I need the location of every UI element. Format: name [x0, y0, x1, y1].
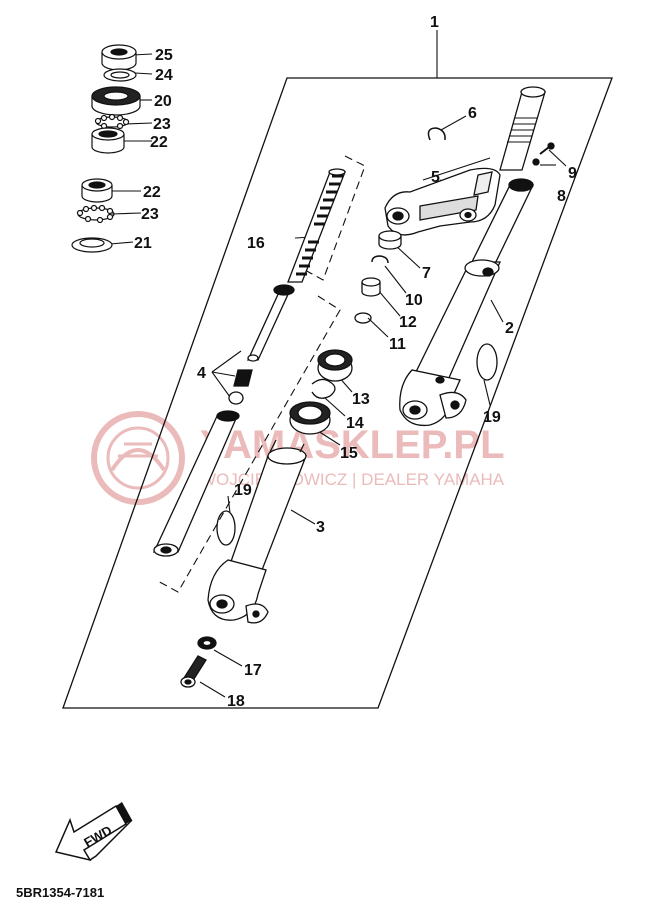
- left-fork-assembly: [152, 168, 353, 688]
- callout-22-upper: 22: [150, 134, 168, 151]
- watermark-logo-icon: [91, 411, 185, 505]
- callout-11: 11: [389, 336, 406, 353]
- oil-seal-13: [317, 349, 353, 382]
- washer-24: [103, 68, 137, 82]
- callout-16: 16: [247, 235, 265, 252]
- o-ring-19-right: [476, 343, 498, 381]
- outer-tube-2: [399, 178, 535, 427]
- callout-18: 18: [227, 693, 245, 710]
- callout-14: 14: [346, 415, 364, 432]
- circlip-10: [371, 255, 389, 264]
- plug-12: [361, 277, 381, 297]
- fwd-arrow: FWD: [54, 802, 133, 862]
- callout-15: 15: [340, 445, 358, 462]
- callout-4: 4: [197, 365, 206, 382]
- callout-10: 10: [405, 292, 423, 309]
- inner-tube-left: [152, 410, 240, 557]
- ball-race-22-lower: [81, 178, 113, 203]
- assembly-outline: [62, 77, 613, 709]
- o-ring-19-left: [216, 510, 236, 546]
- callout-19-right: 19: [483, 409, 501, 426]
- dust-seal-15: [289, 401, 331, 435]
- ball-bearing-23: [94, 113, 130, 130]
- retaining-clip-14: [311, 378, 336, 399]
- damper-rod-4: [228, 284, 295, 405]
- steering-head-parts: [71, 44, 141, 253]
- callout-1: 1: [430, 14, 439, 31]
- o-ring-11: [354, 312, 372, 324]
- callout-23-lower: 23: [141, 206, 159, 223]
- dashed-groups: [155, 155, 366, 593]
- inner-tube-top: [499, 86, 546, 171]
- fork-spring-16: [287, 168, 346, 283]
- callout-21: 21: [134, 235, 152, 252]
- dust-seal-21: [71, 237, 113, 253]
- diagram-code: 5BR1354-7181: [16, 885, 104, 900]
- bolt-9: [539, 142, 555, 155]
- callout-24: 24: [155, 67, 173, 84]
- callout-19-left: 19: [234, 482, 252, 499]
- watermark-brand: YAMASKLEP.PL: [200, 423, 505, 467]
- ball-bearing-23-lower: [76, 204, 115, 224]
- callout-8: 8: [557, 188, 566, 205]
- callout-13: 13: [352, 391, 370, 408]
- callout-7: 7: [422, 265, 431, 282]
- callout-20: 20: [154, 93, 172, 110]
- callout-6: 6: [468, 105, 477, 122]
- callout-9: 9: [568, 165, 577, 182]
- outer-tube-3: [207, 439, 307, 624]
- callout-25: 25: [155, 47, 173, 64]
- callout-23-upper: 23: [153, 116, 171, 133]
- circlip-6: [427, 127, 446, 141]
- bolt-18: [180, 655, 207, 688]
- ring-nut-25: [101, 44, 137, 71]
- callout-labels: 1 2 3 4 5 6 7 8 9 10 11 12 13 14 15 16 1…: [134, 14, 577, 710]
- callout-17: 17: [244, 662, 262, 679]
- callout-22-lower: 22: [143, 184, 161, 201]
- callout-2: 2: [505, 320, 514, 337]
- callout-3: 3: [316, 519, 325, 536]
- right-fork-assembly: [354, 86, 555, 427]
- callout-5: 5: [431, 169, 440, 186]
- copper-washer-17: [197, 636, 217, 650]
- ball-race-cover-20: [91, 86, 141, 116]
- washer-8: [532, 158, 540, 166]
- fork-bracket-5: [384, 167, 501, 236]
- ball-race-22-upper: [91, 127, 125, 154]
- callout-12: 12: [399, 314, 417, 331]
- cap-7: [378, 230, 402, 250]
